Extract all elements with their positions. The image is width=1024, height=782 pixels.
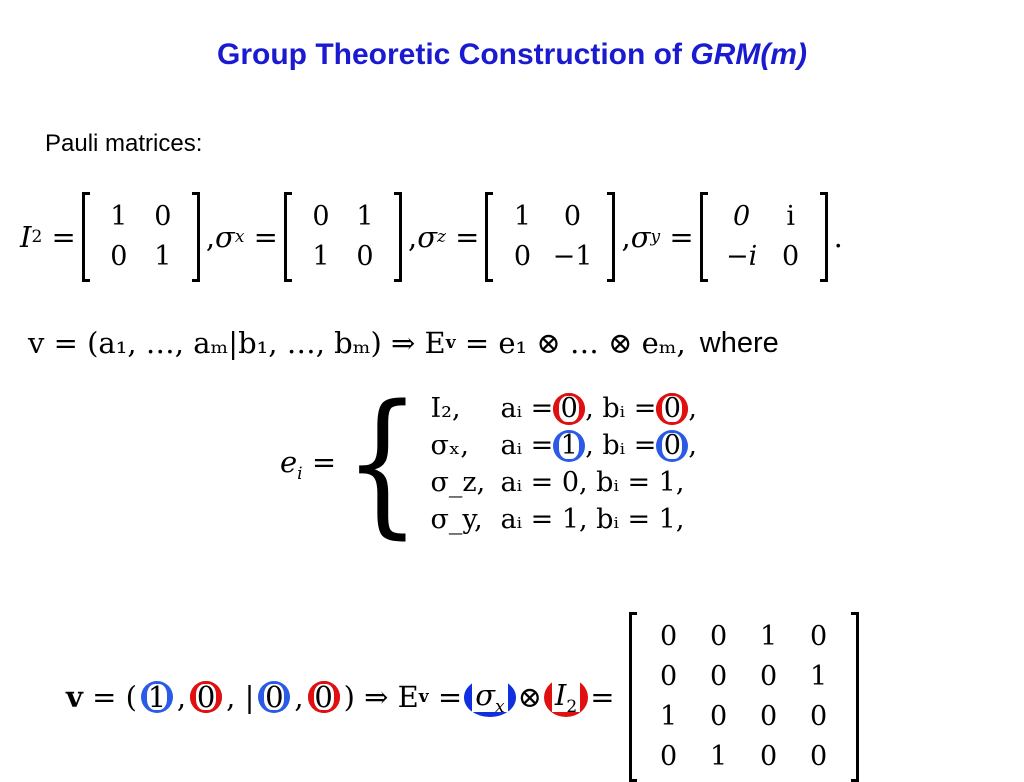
- e-i-cases: ei = { I₂, aᵢ =0, bᵢ =0, σₓ, aᵢ =1, bᵢ =…: [280, 373, 697, 554]
- case-cond: aᵢ =1, bᵢ =0,: [500, 430, 697, 462]
- case-op: σₓ,: [430, 430, 469, 461]
- case-cond: aᵢ =0, bᵢ =0,: [500, 393, 697, 425]
- case-op: σ_y,: [430, 504, 483, 535]
- case-cond: aᵢ = 1, bᵢ = 1,: [500, 504, 685, 535]
- left-brace: {: [344, 373, 421, 554]
- case-op: I₂,: [430, 393, 461, 424]
- where-word: where: [699, 326, 779, 359]
- page-title: Group Theoretic Construction of GRM(m): [217, 38, 807, 71]
- intro-text: Pauli matrices:: [45, 130, 203, 157]
- case-op: σ_z,: [430, 467, 486, 498]
- case-cond: aᵢ = 0, bᵢ = 1,: [500, 467, 685, 498]
